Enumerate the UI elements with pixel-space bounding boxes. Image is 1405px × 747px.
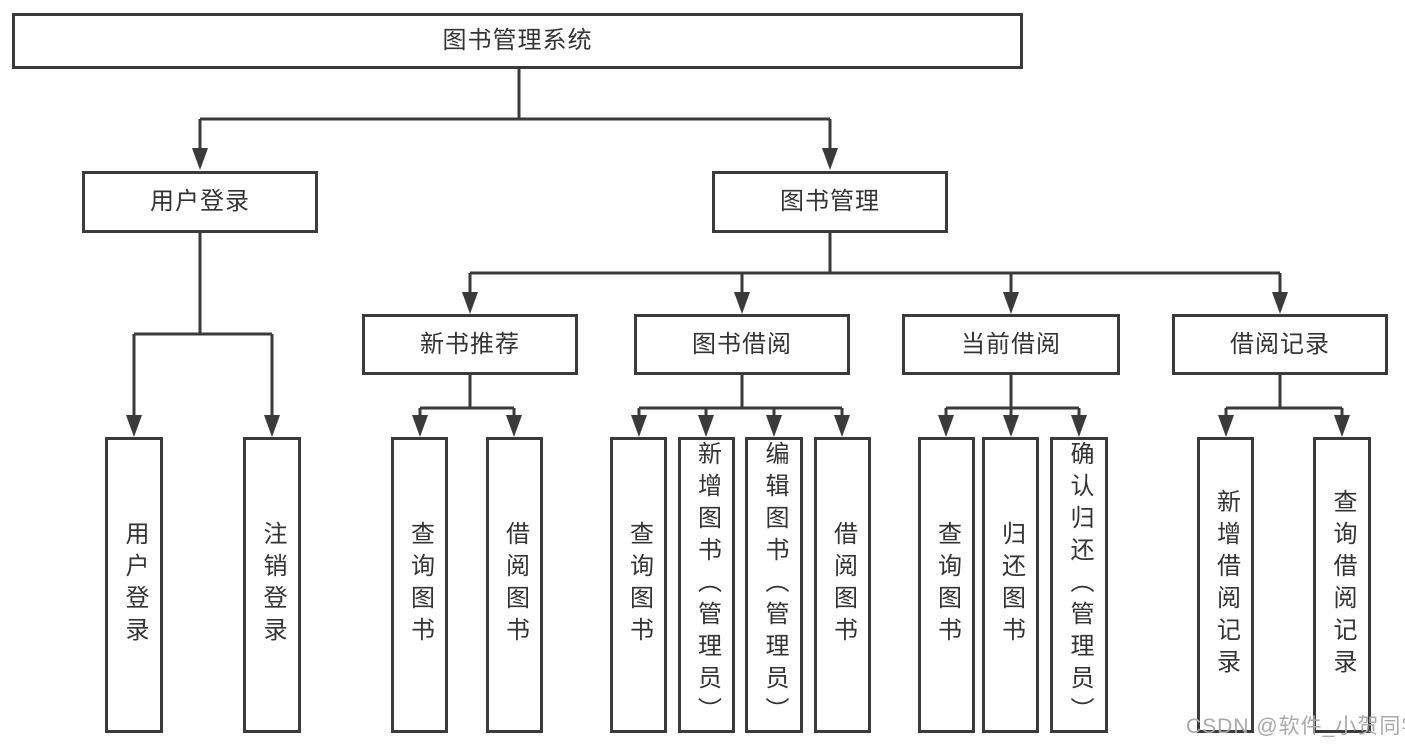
node-book-borrow: 图书借阅 (634, 314, 850, 375)
node-borrow-record: 借阅记录 (1172, 314, 1388, 375)
node-book-management: 图书管理 (712, 171, 948, 233)
leaf-recommend-borrow-book: 借阅图书 (486, 437, 543, 733)
leaf-borrow-book: 借阅图书 (814, 437, 871, 733)
connector-root-to-level2 (192, 69, 838, 170)
leaf-current-query-book: 查询图书 (918, 437, 975, 733)
leaf-edit-book-admin: 编辑图书（管理员） (745, 437, 803, 733)
leaf-recommend-query-book: 查询图书 (391, 437, 448, 733)
leaf-add-book-admin: 新增图书（管理员） (678, 437, 735, 733)
connector-user-login-children (126, 233, 280, 437)
connector-book-mgmt-children (462, 233, 1288, 314)
leaf-user-login: 用户登录 (105, 437, 163, 733)
node-root-system: 图书管理系统 (12, 13, 1023, 69)
leaf-query-borrow-record: 查询借阅记录 (1313, 437, 1371, 733)
leaf-add-borrow-record: 新增借阅记录 (1197, 437, 1254, 733)
leaf-confirm-return-admin: 确认归还（管理员） (1050, 437, 1108, 733)
connector-book-borrow-children (631, 375, 850, 437)
node-current-borrow: 当前借阅 (902, 314, 1120, 375)
leaf-borrow-query-book: 查询图书 (610, 437, 667, 733)
connector-new-book-rec-children (412, 375, 522, 437)
node-new-book-recommend: 新书推荐 (362, 314, 578, 375)
connector-borrow-record-children (1218, 375, 1350, 437)
leaf-return-book: 归还图书 (982, 437, 1039, 733)
csdn-watermark: CSDN @软件_小贺同学 (1186, 715, 1405, 738)
node-user-login: 用户登录 (82, 171, 318, 233)
connector-current-borrow-children (938, 375, 1087, 437)
leaf-logout: 注销登录 (243, 437, 301, 733)
